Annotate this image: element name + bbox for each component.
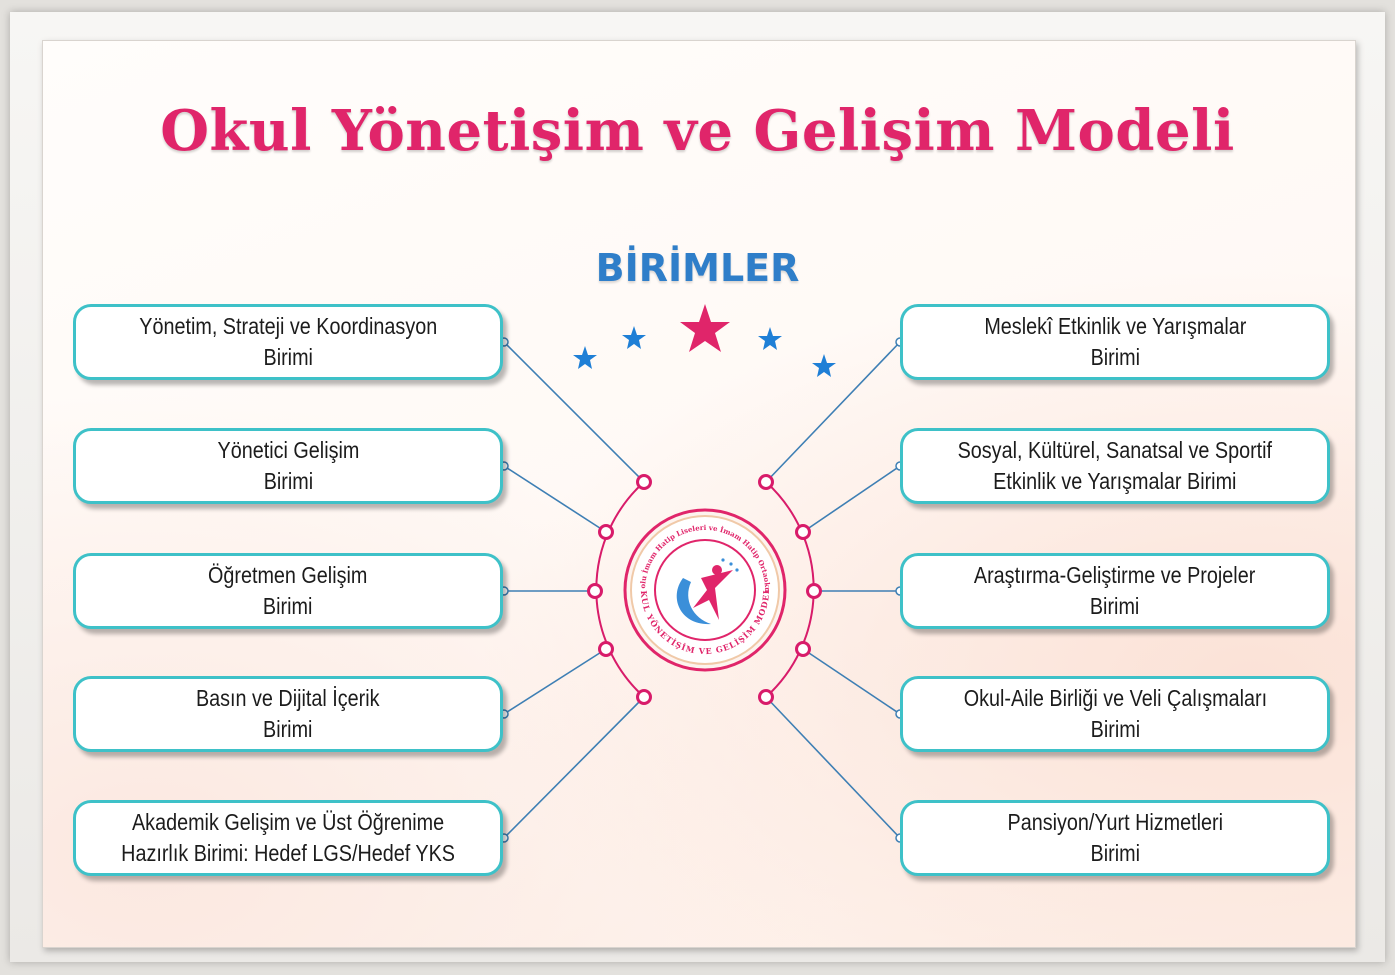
unit-box-left-2: Yönetici Gelişim Birimi	[73, 428, 503, 504]
figure-icon	[693, 570, 733, 620]
unit-box-right-2: Sosyal, Kültürel, Sanatsal ve Sportif Et…	[900, 428, 1330, 504]
connector-line	[802, 465, 901, 533]
unit-label: Öğretmen Gelişim Birimi	[208, 562, 368, 619]
star-icon	[573, 346, 597, 369]
connector-line	[765, 341, 901, 483]
star-icon	[680, 304, 730, 352]
unit-box-left-4: Basın ve Dijital İçerik Birimi	[73, 676, 503, 752]
unit-box-left-3: Öğretmen Gelişim Birimi	[73, 553, 503, 629]
connector-node	[795, 641, 811, 657]
model-logo: Anadolu İmam Hatip Liseleri ve İmam Hati…	[623, 508, 787, 672]
connector-node	[587, 583, 603, 599]
figure-head-icon	[712, 565, 722, 575]
unit-box-right-4: Okul-Aile Birliği ve Veli Çalışmaları Bi…	[900, 676, 1330, 752]
unit-box-left-1: Yönetim, Strateji ve Koordinasyon Birimi	[73, 304, 503, 380]
connector-node	[598, 641, 614, 657]
unit-label: Meslekî Etkinlik ve Yarışmalar Birimi	[983, 313, 1246, 370]
unit-box-right-5: Pansiyon/Yurt Hizmetleri Birimi	[900, 800, 1330, 876]
swoosh-icon	[676, 578, 711, 625]
section-heading: BİRİMLER	[595, 246, 800, 290]
connector-line	[765, 696, 901, 839]
unit-label: Araştırma-Geliştirme ve Projeler Birimi	[974, 562, 1256, 619]
unit-box-left-5: Akademik Gelişim ve Üst Öğrenime Hazırlı…	[73, 800, 503, 876]
unit-label: Akademik Gelişim ve Üst Öğrenime Hazırlı…	[121, 809, 455, 866]
unit-box-right-1: Meslekî Etkinlik ve Yarışmalar Birimi	[900, 304, 1330, 380]
connector-line	[503, 696, 645, 839]
connector-line	[802, 648, 901, 715]
connector-line	[503, 648, 607, 715]
unit-label: Okul-Aile Birliği ve Veli Çalışmaları Bi…	[963, 685, 1267, 742]
connector-line	[503, 341, 645, 483]
star-icon	[758, 327, 782, 350]
page-title: Okul Yönetişim ve Gelişim Modeli	[160, 98, 1235, 164]
connector-node	[806, 583, 822, 599]
unit-label: Basın ve Dijital İçerik Birimi	[196, 685, 380, 742]
connector-node	[636, 689, 652, 705]
star-icon	[812, 354, 836, 377]
connector-node	[636, 474, 652, 490]
connector-node	[598, 524, 614, 540]
unit-label: Yönetim, Strateji ve Koordinasyon Birimi	[139, 313, 437, 370]
connector-node	[758, 689, 774, 705]
unit-label: Sosyal, Kültürel, Sanatsal ve Sportif Et…	[957, 437, 1273, 494]
star-icon	[622, 326, 646, 349]
connector-node	[795, 524, 811, 540]
unit-label: Pansiyon/Yurt Hizmetleri Birimi	[1007, 809, 1223, 866]
connector-node	[758, 474, 774, 490]
connector-line	[503, 465, 607, 533]
unit-box-right-3: Araştırma-Geliştirme ve Projeler Birimi	[900, 553, 1330, 629]
unit-label: Yönetici Gelişim Birimi	[217, 437, 359, 494]
